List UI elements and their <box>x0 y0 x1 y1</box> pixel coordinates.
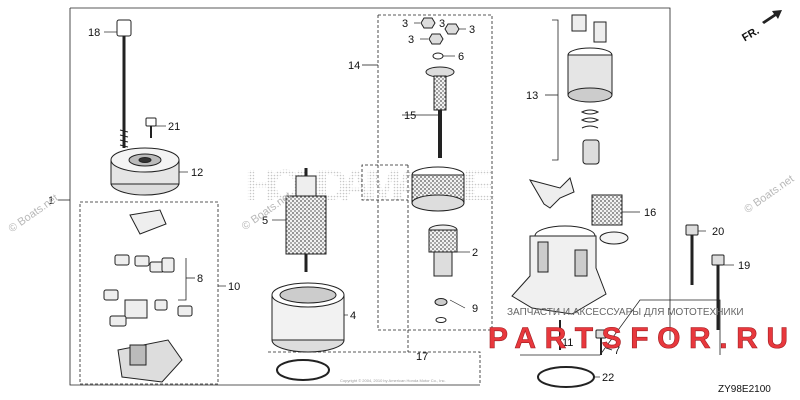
stamp-tagline: ЗАПЧАСТИ И АКСЕССУАРЫ ДЛЯ МОТОТЕХНИКИ <box>507 307 744 318</box>
callout-3b: 3 <box>469 24 475 36</box>
callout-3a: 3 <box>402 18 408 30</box>
o-ring-22 <box>537 366 595 388</box>
rear-cover-12 <box>110 147 180 196</box>
bolt-7 <box>595 329 607 355</box>
armature-5 <box>285 168 327 272</box>
clip-9 <box>434 298 448 323</box>
bolt-19 <box>711 254 725 330</box>
callout-9: 9 <box>472 303 478 315</box>
screw-21 <box>145 117 157 138</box>
callout-labels: 18 21 12 1 8 10 5 4 17 14 3 3 3 3 6 15 2… <box>48 18 750 384</box>
callout-10: 10 <box>228 281 240 293</box>
callout-3d: 3 <box>439 18 445 30</box>
callout-13: 13 <box>526 90 538 102</box>
ring-gear <box>411 166 465 212</box>
callout-21: 21 <box>168 121 180 133</box>
partsfor-stamp: ЗАПЧАСТИ И АКСЕССУАРЫ ДЛЯ МОТОТЕХНИКИ PA… <box>488 307 789 355</box>
part-16 <box>591 194 629 245</box>
callout-15: 15 <box>404 110 416 122</box>
callout-22: 22 <box>602 372 614 384</box>
callout-6: 6 <box>458 51 464 63</box>
diagram-code: ZY98E2100 <box>718 384 771 395</box>
callout-18: 18 <box>88 27 100 39</box>
callout-16: 16 <box>644 207 656 219</box>
o-ring-6 <box>432 52 444 60</box>
front-housing <box>511 225 607 315</box>
callout-2: 2 <box>472 247 478 259</box>
callout-12: 12 <box>191 167 203 179</box>
yoke-4 <box>271 282 345 353</box>
solenoid-13 <box>567 14 613 165</box>
through-bolt-18 <box>116 19 132 148</box>
callout-7: 7 <box>614 345 620 357</box>
watermark-right: © Boats.net <box>742 173 796 216</box>
stamp-brand: PARTSFOR.RU <box>488 322 788 355</box>
arrow-icon <box>762 10 782 24</box>
shaft-15 <box>425 66 455 158</box>
shift-fork <box>528 177 575 209</box>
callout-8: 8 <box>197 273 203 285</box>
callout-11: 11 <box>562 337 573 349</box>
watermark-left: © Boats.net <box>6 192 60 235</box>
leader-lines <box>104 22 734 378</box>
front-direction-marker: FR. <box>740 10 782 44</box>
assembly-frame <box>58 7 721 386</box>
callout-1: 1 <box>48 195 54 207</box>
callout-5: 5 <box>262 215 268 227</box>
gasket-17 <box>276 359 330 381</box>
brush-holder-parts-10 <box>103 209 193 383</box>
bolt-20 <box>685 224 699 285</box>
copyright-line: Copyright © 2004, 2010 by American Honda… <box>340 378 446 383</box>
callout-19: 19 <box>738 260 750 272</box>
callout-4: 4 <box>350 310 356 322</box>
callout-20: 20 <box>712 226 724 238</box>
pinion-2 <box>428 224 458 277</box>
callout-14: 14 <box>348 60 360 72</box>
front-marker-label: FR. <box>740 25 761 44</box>
callout-3c: 3 <box>408 34 414 46</box>
callout-17: 17 <box>416 351 428 363</box>
nuts-3 <box>420 17 460 45</box>
